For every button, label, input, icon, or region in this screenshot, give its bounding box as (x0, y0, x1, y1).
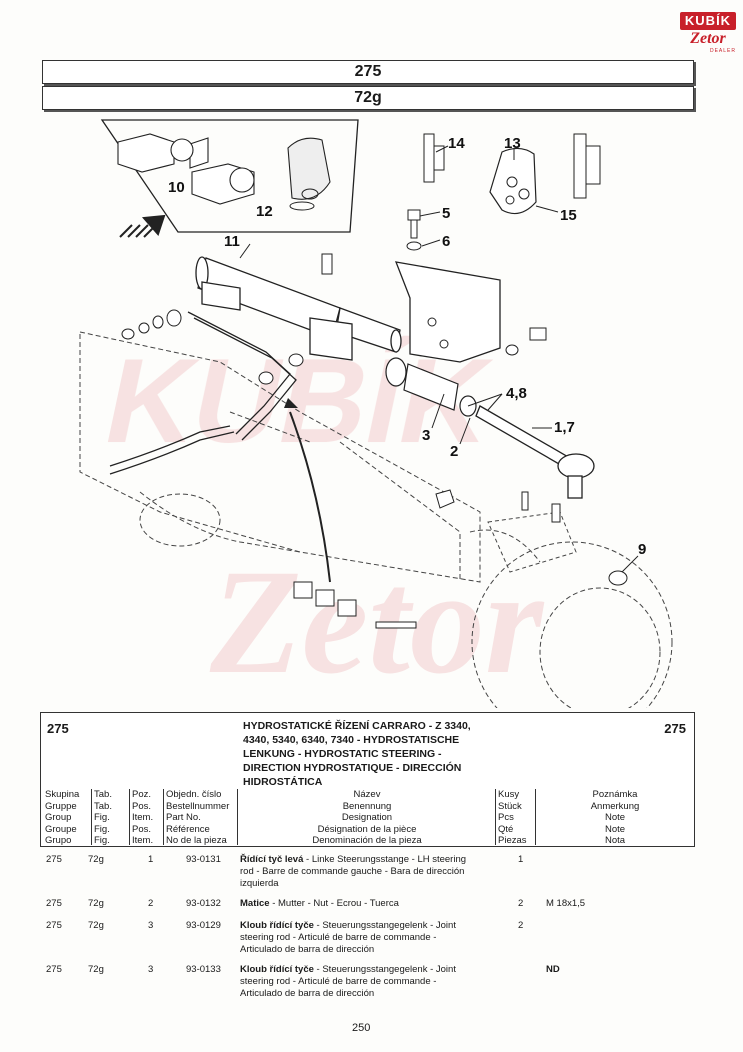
part-number: 93-0133 (186, 964, 221, 975)
callout-4-8: 4,8 (506, 385, 527, 402)
tie-rod-item-1 (475, 405, 595, 499)
kubik-logo-text: KUBÍK (680, 12, 736, 30)
front-axle-body (79, 331, 673, 708)
mounting-bracket (394, 261, 501, 363)
callout-12: 12 (256, 203, 273, 220)
title-line: HIDROSTÁTICA (243, 776, 323, 788)
inset-box (100, 119, 359, 233)
steering-cylinder-item-11 (195, 256, 402, 361)
title-line: LENKUNG - HYDROSTATIC STEERING - (243, 748, 442, 760)
title-line: 4340, 5340, 6340, 7340 - HYDROSTATISCHE (243, 734, 460, 746)
exploded-parts-diagram: KUBÍK Zetor (79, 119, 673, 708)
page-number: 250 (352, 1022, 371, 1034)
part-designation: Kloub řídící tyče - Steuerungsstangegele… (240, 964, 456, 999)
hydraulic-lines (109, 311, 297, 475)
title-line: HYDROSTATICKÉ ŘÍZENÍ CARRARO - Z 3340, (243, 720, 471, 732)
part-number: 93-0129 (186, 920, 221, 931)
callout-5: 5 (442, 205, 450, 222)
brand-logo: KUBÍK Zetor DEALER (680, 12, 736, 56)
dealer-label: DEALER (709, 48, 736, 54)
callout-10: 10 (168, 179, 185, 196)
callout-2: 2 (450, 443, 458, 460)
seal-item-15 (573, 133, 601, 199)
callout-14: 14 (448, 135, 465, 152)
joint-item-3 (385, 357, 477, 417)
title-group-number-left: 275 (47, 721, 69, 736)
callout-15: 15 (560, 207, 577, 224)
steering-knuckle (487, 511, 577, 573)
callout-1-7: 1,7 (554, 419, 575, 436)
title-block: 275 275 HYDROSTATICKÉ ŘÍZENÍ CARRARO - Z… (40, 712, 695, 790)
direction-arrow (119, 214, 166, 238)
title-group-number-right: 275 (664, 721, 686, 736)
part-designation: Řídící tyč levá - Linke Steerungsstange … (240, 854, 467, 889)
column-header-item: Poz.Pos.Item.Pos.Item. (129, 789, 164, 846)
flange-item-13 (489, 147, 537, 215)
part-number: 93-0132 (186, 898, 221, 909)
zetor-logo-text: Zetor (690, 30, 726, 47)
bag-item-12 (287, 137, 331, 200)
title-line: DIRECTION HYDROSTATIQUE - DIRECCIÓN (243, 762, 462, 774)
callout-11: 11 (224, 233, 240, 250)
part-designation: Kloub řídící tyče - Steuerungsstangegele… (240, 920, 456, 955)
part-number: 93-0131 (186, 854, 221, 865)
section-title: HYDROSTATICKÉ ŘÍZENÍ CARRARO - Z 3340, 4… (243, 719, 543, 789)
bracket-item-10 (117, 133, 255, 205)
callout-9: 9 (638, 541, 646, 558)
clamp-assembly (293, 581, 417, 629)
figure-number-header: 72g (42, 86, 694, 110)
callout-6: 6 (442, 233, 450, 250)
column-header-figure: Tab.Tab.Fig.Fig.Fig. (91, 789, 130, 846)
callout-13: 13 (504, 135, 521, 152)
group-number-header: 275 (42, 60, 694, 84)
callout-3: 3 (422, 427, 430, 444)
washer-item-14 (423, 133, 445, 183)
part-designation: Matice - Mutter - Nut - Ecrou - Tuerca (240, 898, 399, 909)
